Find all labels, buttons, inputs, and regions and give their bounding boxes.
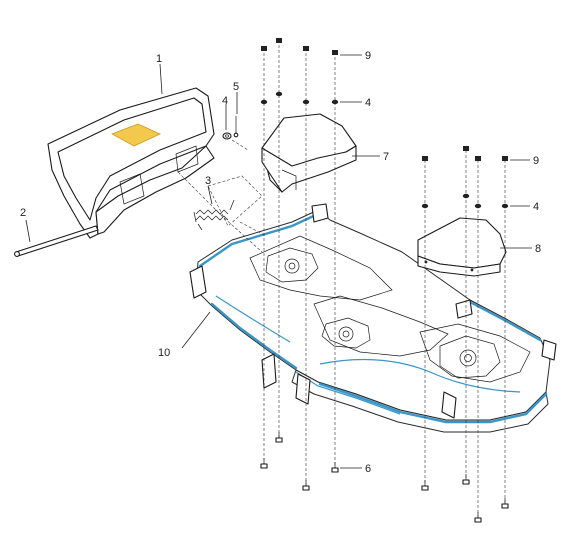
- spindle-mount-right: [439, 335, 501, 379]
- deck-bracket-right: [541, 339, 557, 361]
- nut-icon: [422, 156, 428, 161]
- pivot-rod-part-2: [14, 225, 99, 257]
- spindle-mount-center: [321, 317, 371, 349]
- bolt-icon: [462, 474, 470, 485]
- mower-deck-part-10: [189, 203, 557, 433]
- callout-4-small: 4: [222, 95, 228, 107]
- washer-icon: [501, 203, 509, 209]
- washer-icon: [275, 91, 283, 97]
- fastener-columns: [177, 38, 509, 523]
- deck-bracket-front-right: [441, 391, 457, 419]
- pin-part-5: [233, 116, 239, 138]
- nut-icon: [475, 156, 481, 161]
- deck-bracket-front-left: [261, 353, 277, 389]
- callout-2: 2: [20, 207, 26, 219]
- nut-icon: [332, 50, 338, 55]
- callout-9-top: 9: [365, 50, 371, 62]
- callout-9-right: 9: [533, 155, 539, 167]
- bolt-icon: [302, 480, 310, 491]
- callout-3: 3: [205, 175, 211, 187]
- deck-bracket-front: [295, 373, 311, 405]
- callout-10: 10: [158, 347, 170, 359]
- deck-bracket-rear-right: [455, 299, 473, 319]
- bolt-icon: [260, 458, 268, 469]
- nut-icon: [502, 156, 508, 161]
- callout-6: 6: [365, 463, 371, 475]
- washer-part-4-small: [222, 132, 232, 140]
- callout-leaders: [25, 54, 532, 469]
- nut-icon: [463, 146, 469, 151]
- callout-1: 1: [156, 53, 162, 65]
- belt-cover-part-7: [261, 113, 357, 193]
- discharge-deflector-part-1: [47, 87, 215, 239]
- deck-bracket-left: [189, 265, 207, 299]
- washer-icon: [421, 203, 429, 209]
- torsion-spring-part-3: [193, 199, 235, 231]
- washer-icon: [260, 99, 268, 105]
- belt-cover-part-8: [417, 217, 507, 277]
- nut-icon: [276, 38, 282, 43]
- bolt-icon: [275, 432, 283, 443]
- callout-7: 7: [383, 151, 389, 163]
- nut-icon: [261, 46, 267, 51]
- callout-labels: 1 2 3 4 5 9 4 7 9 4 8 10 6: [20, 50, 541, 475]
- callout-5: 5: [233, 81, 239, 93]
- callout-4-top: 4: [365, 97, 371, 109]
- callout-4-right: 4: [533, 201, 539, 213]
- washer-icon: [302, 99, 310, 105]
- washer-icon: [331, 99, 339, 105]
- bolt-icon: [421, 480, 429, 491]
- warning-label-patch: [111, 123, 161, 147]
- bolt-icon: [474, 512, 482, 523]
- deck-bracket-rear: [311, 203, 329, 223]
- nut-icon: [303, 46, 309, 51]
- callout-8: 8: [535, 243, 541, 255]
- washer-icon: [462, 193, 470, 199]
- bolt-icon: [331, 462, 339, 473]
- bolt-icon: [501, 498, 509, 509]
- spindle-mount-left: [265, 247, 319, 283]
- washer-icon: [474, 203, 482, 209]
